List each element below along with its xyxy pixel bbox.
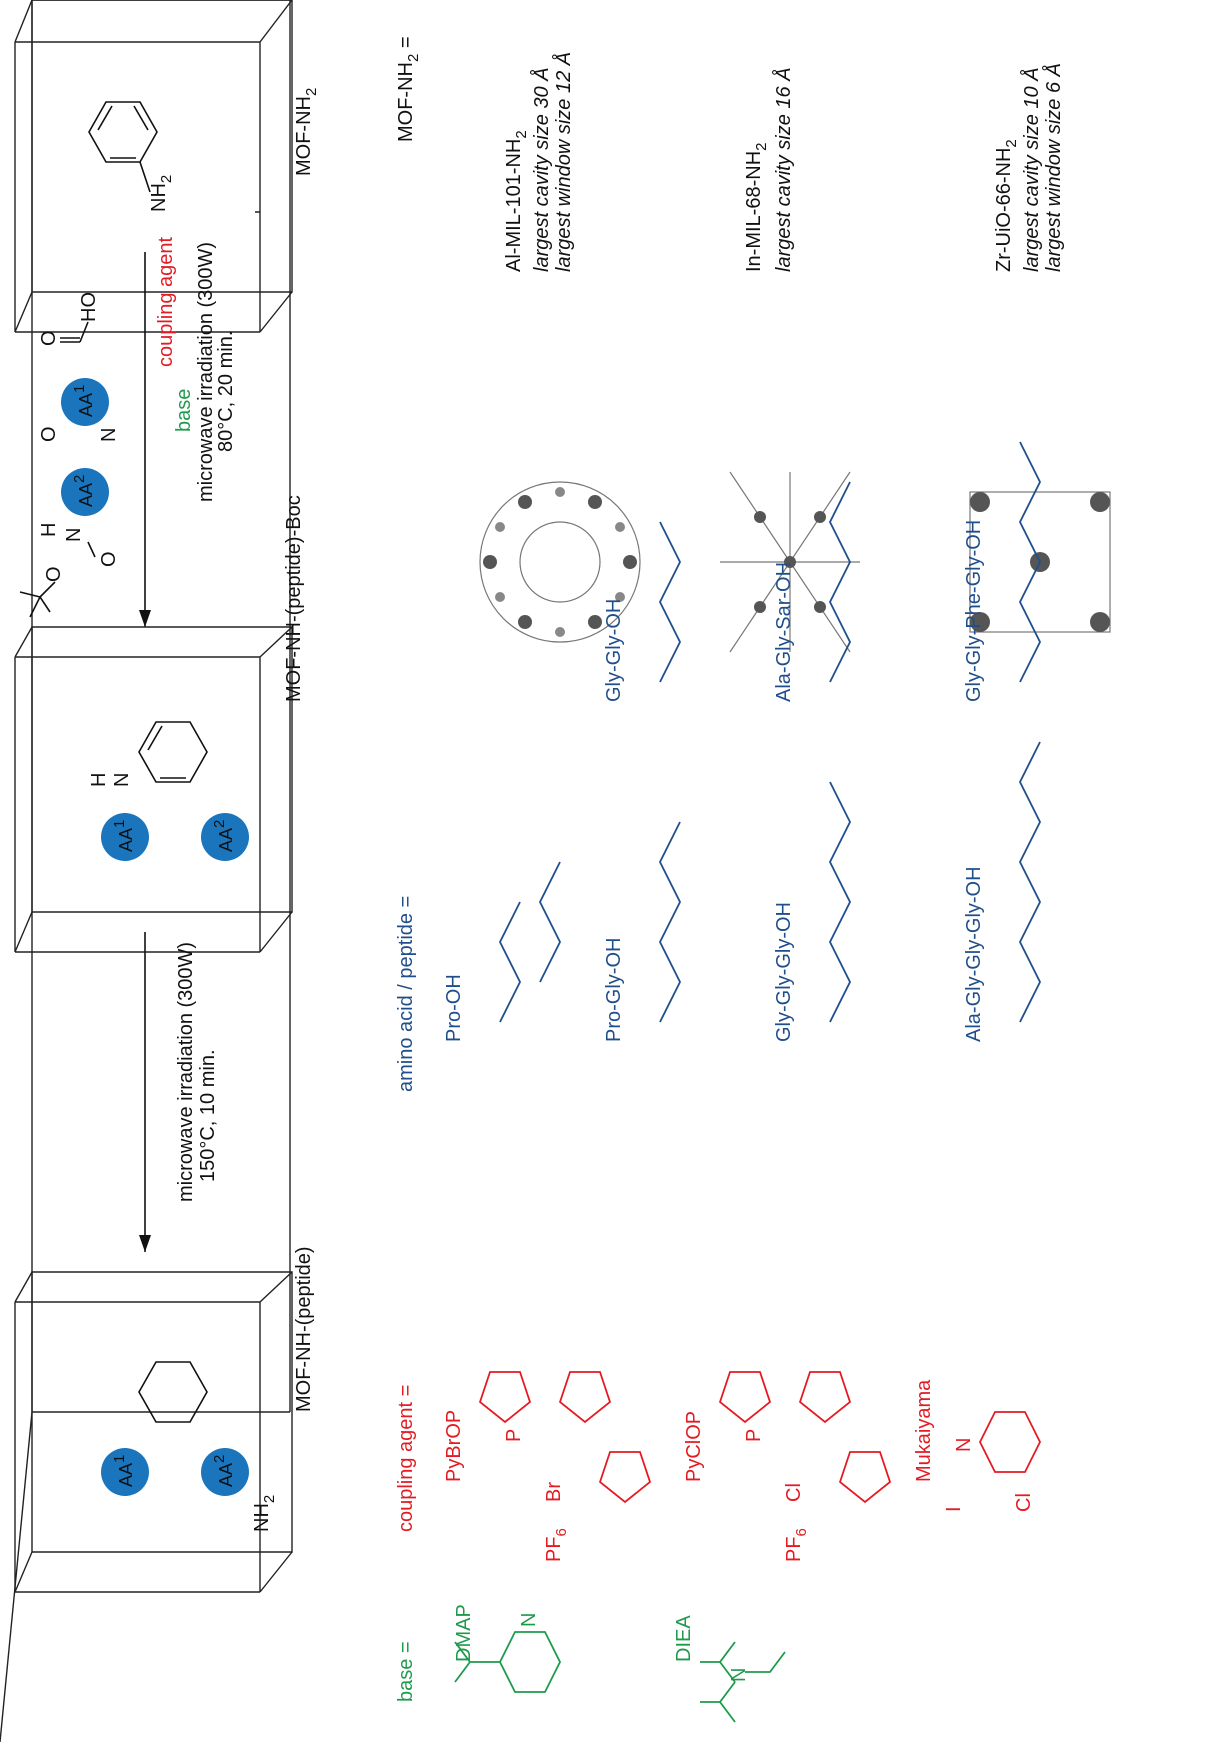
step1-base-label: base bbox=[173, 389, 195, 432]
benzene-ring-start bbox=[88, 101, 158, 163]
svg-text:H: H bbox=[38, 523, 60, 537]
agent-pybrop: PyBrOP bbox=[443, 1410, 465, 1482]
mof-list-header: MOF-NH2 = bbox=[395, 36, 422, 142]
mof-name: In-MIL-68-NH2 bbox=[743, 143, 770, 272]
svg-text:N: N bbox=[953, 1438, 975, 1452]
svg-text:largest window size 12 Å: largest window size 12 Å bbox=[552, 52, 575, 272]
peptide-list-header: amino acid / peptide = bbox=[395, 896, 417, 1092]
svg-text:largest cavity size 10 Å: largest cavity size 10 Å bbox=[1020, 67, 1043, 272]
peptide-gly-gly-oh: Gly-Gly-OH bbox=[603, 599, 625, 702]
base-header: base = bbox=[395, 1641, 417, 1702]
aa2-residue-middle bbox=[201, 813, 249, 861]
step1-condition-2: 80°C, 20 min. bbox=[215, 331, 237, 452]
mof-item-zr-uio-66: Zr-UiO-66-NH2 largest cavity size 10 Å l… bbox=[969, 63, 1111, 633]
svg-text:AA2: AA2 bbox=[71, 475, 96, 507]
mof-name: Al-MIL-101-NH2 bbox=[503, 130, 530, 272]
svg-text:AA1: AA1 bbox=[111, 1455, 136, 1487]
aa2-residue-end bbox=[201, 1448, 249, 1496]
benzene-ring-end bbox=[138, 1361, 208, 1423]
aa1-residue bbox=[61, 378, 109, 426]
svg-text:N: N bbox=[111, 773, 133, 787]
mof-crystal-image bbox=[479, 481, 641, 643]
svg-text:O: O bbox=[38, 426, 60, 442]
arrow-step-1: coupling agent base microwave irradiatio… bbox=[19, 236, 237, 627]
svg-text:N: N bbox=[728, 1668, 750, 1682]
peptide-list: amino acid / peptide = Pro-OH Pro-Gly-OH… bbox=[395, 441, 1042, 1092]
label-mof-peptide: MOF-NH-(peptide) bbox=[293, 1246, 315, 1412]
svg-text:N: N bbox=[98, 428, 120, 442]
mukaiyama-structure: N Cl I bbox=[943, 1411, 1042, 1512]
dmap-structure: N bbox=[454, 1613, 562, 1693]
peptide-pro-gly-oh: Pro-Gly-OH bbox=[603, 938, 625, 1042]
svg-text:largest cavity size 16 Å: largest cavity size 16 Å bbox=[772, 67, 795, 272]
boc-peptide-reagent: HO O AA1 AA2 N O H N O O bbox=[19, 292, 120, 618]
svg-text:P: P bbox=[503, 1429, 525, 1442]
svg-text:AA2: AA2 bbox=[211, 820, 236, 852]
mof-item-in-mil-68: In-MIL-68-NH2 largest cavity size 16 Å bbox=[720, 67, 860, 653]
aa2-residue bbox=[61, 468, 109, 516]
svg-text:largest window size 6 Å: largest window size 6 Å bbox=[1042, 63, 1065, 272]
step1-condition-1: microwave irradiation (300W) bbox=[195, 242, 217, 502]
svg-text:PF6: PF6 bbox=[783, 1528, 810, 1562]
svg-text:largest cavity size 30 Å: largest cavity size 30 Å bbox=[530, 67, 553, 272]
svg-text:H: H bbox=[88, 773, 110, 787]
mof-crystal-image bbox=[720, 471, 860, 653]
label-mof-peptide-boc: MOF-NH-(peptide)-Boc bbox=[283, 495, 305, 702]
svg-text:NH2: NH2 bbox=[251, 1495, 278, 1532]
bases: base = DMAP DIEA N N bbox=[395, 1604, 786, 1723]
svg-text:I: I bbox=[943, 1506, 965, 1512]
svg-text:PF6: PF6 bbox=[543, 1528, 570, 1562]
agent-pyclop: PyClOP bbox=[683, 1411, 705, 1482]
mof-list: MOF-NH2 = Al-MIL-101-NH2 largest cavity … bbox=[395, 36, 1111, 653]
mof-box-middle: H N AA1 AA2 MOF-NH-(peptide)-Boc bbox=[14, 495, 305, 953]
label-mof-nh2: MOF-NH2 bbox=[293, 88, 320, 176]
mof-box-end: AA1 AA2 NH2 MOF-NH-(peptide) bbox=[14, 1246, 315, 1593]
svg-text:N: N bbox=[518, 1613, 540, 1627]
svg-text:N: N bbox=[63, 528, 85, 542]
svg-text:O: O bbox=[38, 330, 60, 346]
aa1-residue-end bbox=[101, 1448, 149, 1496]
pyclop-structure: P Cl PF6 bbox=[718, 1371, 892, 1562]
svg-text:Cl: Cl bbox=[783, 1483, 805, 1502]
peptide-ala-gly-gly-gly-oh: Ala-Gly-Gly-Gly-OH bbox=[963, 866, 985, 1042]
aa1-residue-middle bbox=[101, 813, 149, 861]
benzene-ring-middle bbox=[138, 721, 208, 783]
base-diea: DIEA bbox=[673, 1615, 695, 1662]
mof-item-al-mil-101: Al-MIL-101-NH2 largest cavity size 30 Å … bbox=[479, 52, 641, 643]
agent-mukaiyama: Mukaiyama bbox=[913, 1379, 935, 1482]
pybrop-structure: P Br PF6 bbox=[478, 1371, 652, 1562]
svg-text:Cl: Cl bbox=[1013, 1493, 1035, 1512]
peptide-gly-gly-phe-gly-oh: Gly-Gly-Phe-Gly-OH bbox=[963, 520, 985, 702]
step2-condition-2: 150°C, 10 min. bbox=[197, 1049, 219, 1182]
peptide-gly-gly-gly-oh: Gly-Gly-Gly-OH bbox=[773, 902, 795, 1042]
svg-text:P: P bbox=[743, 1429, 765, 1442]
svg-text:O: O bbox=[43, 566, 65, 582]
peptide-pro-oh: Pro-OH bbox=[443, 974, 465, 1042]
nh2-label-start: NH2 bbox=[148, 175, 175, 212]
svg-text:AA1: AA1 bbox=[71, 385, 96, 417]
svg-text:O: O bbox=[98, 551, 120, 567]
diea-structure: N bbox=[700, 1641, 786, 1723]
mof-name: Zr-UiO-66-NH2 bbox=[993, 139, 1020, 272]
svg-text:HO: HO bbox=[78, 292, 100, 322]
step2-condition-1: microwave irradiation (300W) bbox=[175, 942, 197, 1202]
mof-crystal-image bbox=[969, 491, 1111, 633]
step1-coupling-agent-label: coupling agent bbox=[155, 236, 177, 367]
svg-text:AA1: AA1 bbox=[111, 820, 136, 852]
coupling-agents: coupling agent = PyBrOP PyClOP Mukaiyama… bbox=[395, 1371, 1042, 1562]
svg-text:AA2: AA2 bbox=[211, 1455, 236, 1487]
peptide-ala-gly-sar-oh: Ala-Gly-Sar-OH bbox=[773, 562, 795, 702]
arrow-step-2: microwave irradiation (300W) 150°C, 10 m… bbox=[139, 932, 219, 1252]
svg-text:Br: Br bbox=[543, 1482, 565, 1502]
coupling-header: coupling agent = bbox=[395, 1385, 417, 1532]
peptide-structure-sketch bbox=[498, 861, 562, 1023]
